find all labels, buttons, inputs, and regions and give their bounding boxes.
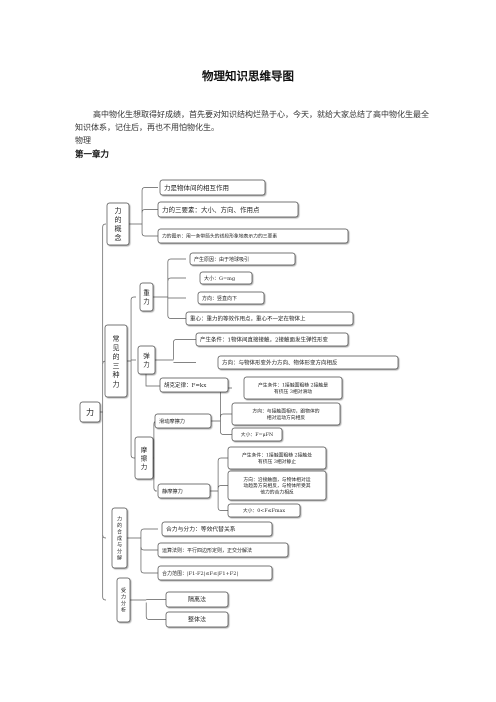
root-links bbox=[100, 223, 106, 601]
svg-text:合力范围：|F1-F2|≤F≤|F1+F2|: 合力范围：|F1-F2|≤F≤|F1+F2| bbox=[162, 570, 238, 577]
svg-text:产生条件：1接触面粗糙 2接触处有挤压 3相对静止: 产生条件：1接触面粗糙 2接触处有挤压 3相对静止 bbox=[242, 452, 312, 465]
sliding-friction-node: 滑动摩擦力 bbox=[154, 413, 212, 429]
composition-item: 运算法则：平行四边形定则，正交分解法 bbox=[157, 542, 289, 558]
svg-text:方向：与物体形变外力方向、物体形变方向相反: 方向：与物体形变外力方向、物体形变方向相反 bbox=[222, 359, 338, 367]
svg-text:力的图示：用一条带箭头的线段形象地表示力的三要素: 力的图示：用一条带箭头的线段形象地表示力的三要素 bbox=[162, 233, 277, 240]
friction-links bbox=[153, 420, 157, 492]
composition-node: 力的合成与分解 bbox=[111, 507, 128, 569]
sliding-links bbox=[211, 387, 232, 435]
svg-text:产生条件：1接触面粗糙 2接触是有挤压 3相对滑动: 产生条件：1接触面粗糙 2接触是有挤压 3相对滑动 bbox=[258, 382, 328, 395]
intro-paragraph: 高中物化生想取得好成绩，首先要对知识结构烂熟于心，今天，就给大家总结了高中物化生… bbox=[75, 110, 429, 132]
gravity-item: 大小：G=mg bbox=[199, 271, 253, 285]
svg-text:弹力: 弹力 bbox=[143, 351, 150, 368]
svg-text:运算法则：平行四边形定则，正交分解法: 运算法则：平行四边形定则，正交分解法 bbox=[162, 547, 252, 554]
static-friction-node: 静摩擦力 bbox=[157, 483, 211, 499]
svg-text:受力分析: 受力分析 bbox=[121, 587, 126, 614]
elastic-links bbox=[155, 339, 196, 363]
svg-text:整体法: 整体法 bbox=[188, 616, 206, 624]
gravity-node: 重力 bbox=[139, 282, 154, 312]
svg-text:常见的三种力: 常见的三种力 bbox=[113, 334, 120, 389]
svg-text:滑动摩擦力: 滑动摩擦力 bbox=[159, 417, 185, 425]
friction-node: 摩擦力 bbox=[134, 436, 154, 480]
page-title: 物理知识思维导图 bbox=[202, 69, 294, 83]
svg-text:大小：F=μFN: 大小：F=μFN bbox=[241, 431, 273, 438]
svg-text:方向：竖直向下: 方向：竖直向下 bbox=[202, 295, 237, 302]
common-links bbox=[127, 296, 136, 459]
svg-text:产生原因：由于地球吸引: 产生原因：由于地球吸引 bbox=[194, 256, 249, 263]
svg-text:力的合成与分解: 力的合成与分解 bbox=[117, 515, 122, 561]
svg-text:力的三要素：大小、方向、作用点: 力的三要素：大小、方向、作用点 bbox=[162, 205, 260, 214]
hooke-law-box: 胡克定律：F=kx bbox=[159, 377, 229, 393]
elastic-item: 方向：与物体形变外力方向、物体形变方向相反 bbox=[217, 355, 399, 370]
analysis-node: 受力分析 bbox=[116, 577, 131, 623]
static-item: 产生条件：1接触面粗糙 2接触处有挤压 3相对静止 bbox=[227, 446, 327, 470]
svg-text:重力: 重力 bbox=[143, 289, 150, 305]
static-item: 方向：沿接触面，与物体相对运动趋势方向相反，与物体所受其他力的合力相反 bbox=[227, 470, 327, 501]
svg-text:合力与分力：等效代替关系: 合力与分力：等效代替关系 bbox=[166, 525, 236, 533]
composition-item: 合力与分力：等效代替关系 bbox=[161, 521, 273, 537]
sliding-item: 产生条件：1接触面粗糙 2接触是有挤压 3相对滑动 bbox=[243, 376, 343, 400]
svg-text:胡克定律：F=kx: 胡克定律：F=kx bbox=[164, 381, 207, 389]
concept-item: 力是物体间的相互作用 bbox=[159, 179, 266, 196]
svg-text:隔离法: 隔离法 bbox=[188, 596, 206, 604]
concept-links bbox=[129, 187, 158, 237]
composition-links bbox=[127, 528, 158, 574]
svg-text:静摩擦力: 静摩擦力 bbox=[162, 487, 183, 495]
svg-text:大小：0<F≤Fmax: 大小：0<F≤Fmax bbox=[243, 507, 286, 514]
common-forces-node: 常见的三种力 bbox=[104, 324, 128, 398]
svg-text:产生条件：1物体间直接接触，2接触面发生弹性形变: 产生条件：1物体间直接接触，2接触面发生弹性形变 bbox=[200, 336, 329, 344]
chapter-heading: 第一章力 bbox=[75, 150, 110, 160]
elastic-node: 弹力 bbox=[137, 345, 156, 375]
static-item: 大小：0<F≤Fmax bbox=[227, 503, 301, 518]
concept-item: 力的图示：用一条带箭头的线段形象地表示力的三要素 bbox=[157, 228, 349, 244]
gravity-item: 重心：重力的等效作用点，重心不一定在物体上 bbox=[185, 311, 354, 326]
svg-text:摩擦力: 摩擦力 bbox=[141, 445, 148, 471]
elastic-item: 产生条件：1物体间直接接触，2接触面发生弹性形变 bbox=[195, 332, 349, 347]
analysis-item: 整体法 bbox=[165, 611, 229, 628]
svg-text:方向：沿接触面，与物体相对运动趋势方向相反，与物体所受其他力: 方向：沿接触面，与物体相对运动趋势方向相反，与物体所受其他力的合力相反 bbox=[243, 476, 310, 495]
svg-text:力的概念: 力的概念 bbox=[115, 206, 122, 242]
sliding-item: 大小：F=μFN bbox=[231, 427, 283, 442]
gravity-links bbox=[153, 258, 186, 319]
concept-item: 力的三要素：大小、方向、作用点 bbox=[157, 201, 299, 218]
svg-text:方向：与接触面相切，跟物体的相对运动方向相反: 方向：与接触面相切，跟物体的相对运动方向相反 bbox=[252, 408, 319, 421]
hooke-link bbox=[145, 374, 160, 387]
concept-node: 力的概念 bbox=[106, 202, 130, 246]
svg-text:大小：G=mg: 大小：G=mg bbox=[204, 275, 236, 282]
root-node: 力 bbox=[79, 401, 101, 423]
svg-text:力: 力 bbox=[86, 407, 94, 417]
subject-label: 物理 bbox=[75, 136, 91, 145]
svg-text:力是物体间的相互作用: 力是物体间的相互作用 bbox=[164, 183, 229, 192]
static-links bbox=[210, 457, 228, 511]
composition-item: 合力范围：|F1-F2|≤F≤|F1+F2| bbox=[157, 565, 273, 581]
gravity-item: 产生原因：由于地球吸引 bbox=[189, 252, 296, 266]
analysis-links bbox=[130, 599, 166, 620]
gravity-item: 方向：竖直向下 bbox=[197, 291, 265, 305]
analysis-item: 隔离法 bbox=[165, 591, 229, 608]
svg-text:重心：重力的等效作用点，重心不一定在物体上: 重心：重力的等效作用点，重心不一定在物体上 bbox=[190, 315, 306, 323]
sliding-item: 方向：与接触面相切，跟物体的相对运动方向相反 bbox=[231, 402, 341, 426]
